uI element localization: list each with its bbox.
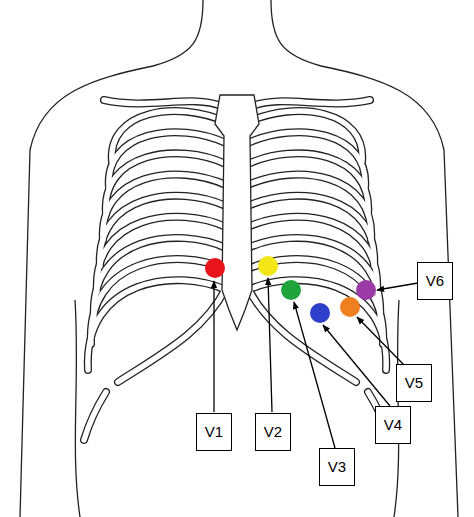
- rib-outline: [248, 153, 368, 214]
- leader-line: [213, 281, 214, 412]
- leader-line: [268, 278, 272, 412]
- electrode-dot: [281, 280, 301, 300]
- rib-outline: [252, 100, 370, 106]
- rib-outline: [84, 392, 106, 440]
- body-outline: [20, 0, 458, 517]
- left-arm-line: [75, 300, 80, 517]
- rib-outline: [106, 153, 226, 214]
- rib-outline: [248, 288, 356, 382]
- sternum: [215, 95, 259, 330]
- leader-line: [294, 302, 335, 448]
- electrode-dot: [205, 258, 225, 278]
- rib-outline: [104, 100, 222, 106]
- lead-name: V4: [384, 417, 402, 434]
- rib-fill: [252, 100, 370, 106]
- electrode-dot: [356, 280, 376, 300]
- electrode-dot: [340, 297, 360, 317]
- lead-name: V2: [264, 424, 282, 441]
- rib-fill: [106, 153, 226, 214]
- rib-fill: [248, 288, 356, 382]
- label-box: V5: [396, 364, 432, 402]
- label-box: V3: [319, 448, 355, 486]
- lead-name: V6: [426, 273, 444, 290]
- label-box: V6: [417, 262, 453, 300]
- lead-name: V5: [405, 375, 423, 392]
- rib-outline: [118, 288, 226, 382]
- rib-fill: [104, 100, 222, 106]
- leader-lines: [214, 278, 418, 448]
- electrode-dot: [258, 256, 278, 276]
- label-box: V2: [255, 413, 291, 451]
- lead-name: V1: [205, 424, 223, 441]
- label-box: V4: [375, 406, 411, 444]
- leader-line: [377, 283, 418, 290]
- rib-fill: [84, 392, 106, 440]
- electrode-dots: [205, 256, 376, 323]
- rib-fill: [118, 288, 226, 382]
- label-box: V1: [196, 413, 232, 451]
- rib-fill: [248, 153, 368, 214]
- leader-line: [357, 317, 405, 366]
- lead-name: V3: [328, 459, 346, 476]
- leader-line: [323, 325, 390, 406]
- electrode-dot: [310, 303, 330, 323]
